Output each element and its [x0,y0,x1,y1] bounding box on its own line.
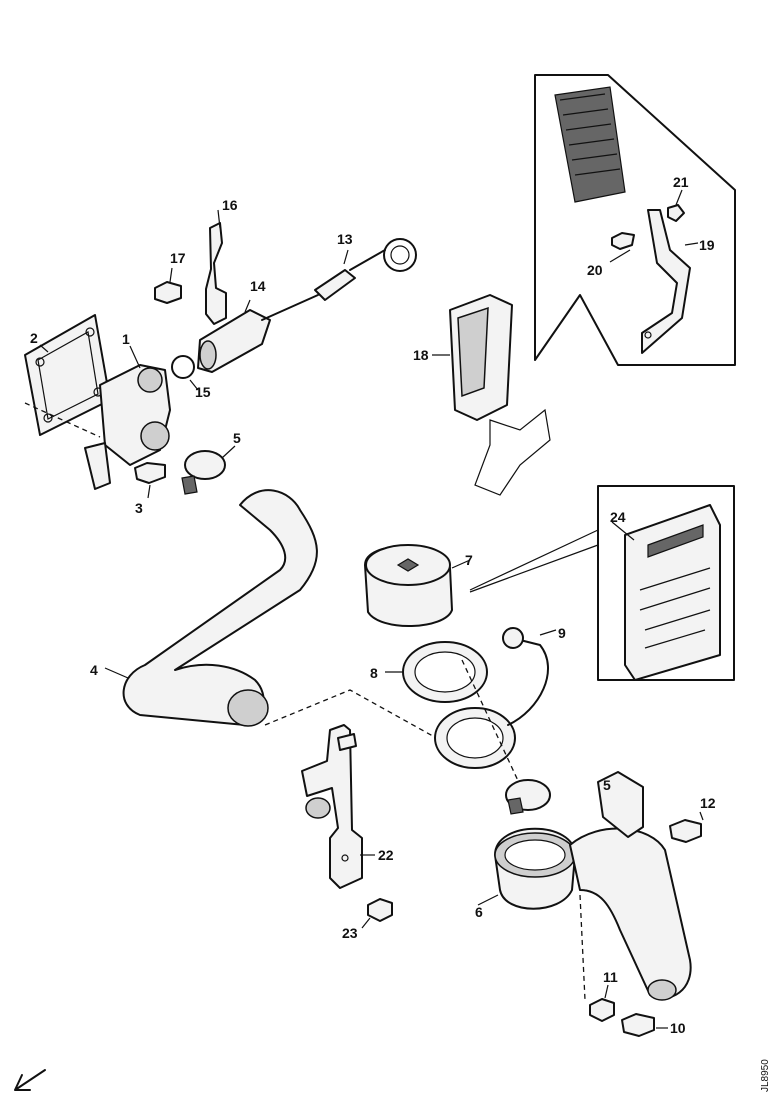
callout-8: 8 [370,665,378,681]
part-13-cable [261,238,417,321]
callout-7: 7 [465,552,473,568]
part-5-clamp-lower [505,779,551,815]
callout-20: 20 [587,262,603,278]
part-3-bolt [134,462,166,499]
callout-14: 14 [250,278,266,294]
callout-21: 21 [673,174,689,190]
part-17-bolt [154,267,182,304]
part-18-filler-housing [432,294,551,496]
callout-6: 6 [475,904,483,920]
callout-3: 3 [135,500,143,516]
part-7-cap [364,544,471,628]
callout-11: 11 [603,969,618,985]
leader-dash-8 [461,659,521,786]
part-22-bracket [301,724,375,889]
callout-16: 16 [222,197,238,213]
part-6-hose-lower [569,827,692,1001]
leader-dash-4 [264,689,441,741]
part-23-bolt [361,898,393,929]
callout-23: 23 [342,925,358,941]
part-4-hose [104,489,318,727]
part-2-gasket [24,314,111,438]
callout-17: 17 [170,250,186,266]
callout-15: 15 [195,384,211,400]
part-9-strap [434,627,557,769]
inset-panel-upper [534,74,736,366]
callout-9: 9 [558,625,566,641]
part-5-clamp-upper [181,445,236,495]
direction-arrow-icon [14,1069,46,1091]
callout-5: 5 [233,430,241,446]
inset-panel-lower [469,485,735,681]
part-11-clip [589,984,615,1022]
callout-5-lower: 5 [603,777,611,793]
callout-10: 10 [670,1020,686,1036]
callout-18: 18 [413,347,429,363]
part-6-neck [477,827,576,910]
part-16-bracket [205,209,227,325]
leader-dash-11 [579,894,586,1001]
part-15-ring [171,355,199,391]
callout-1: 1 [122,331,130,347]
callout-13: 13 [337,231,353,247]
part-10-bolt [621,1013,668,1037]
callout-19: 19 [699,237,715,253]
part-12-bracket [597,771,704,843]
part-14-valve [197,299,271,373]
callout-24: 24 [610,509,626,525]
callout-22: 22 [378,847,394,863]
part-1-body [84,345,171,490]
callout-4: 4 [90,662,98,678]
drawing-code: JL8950 [760,1059,771,1092]
part-8-seal [385,641,488,703]
callout-12: 12 [700,795,716,811]
callout-2: 2 [30,330,38,346]
